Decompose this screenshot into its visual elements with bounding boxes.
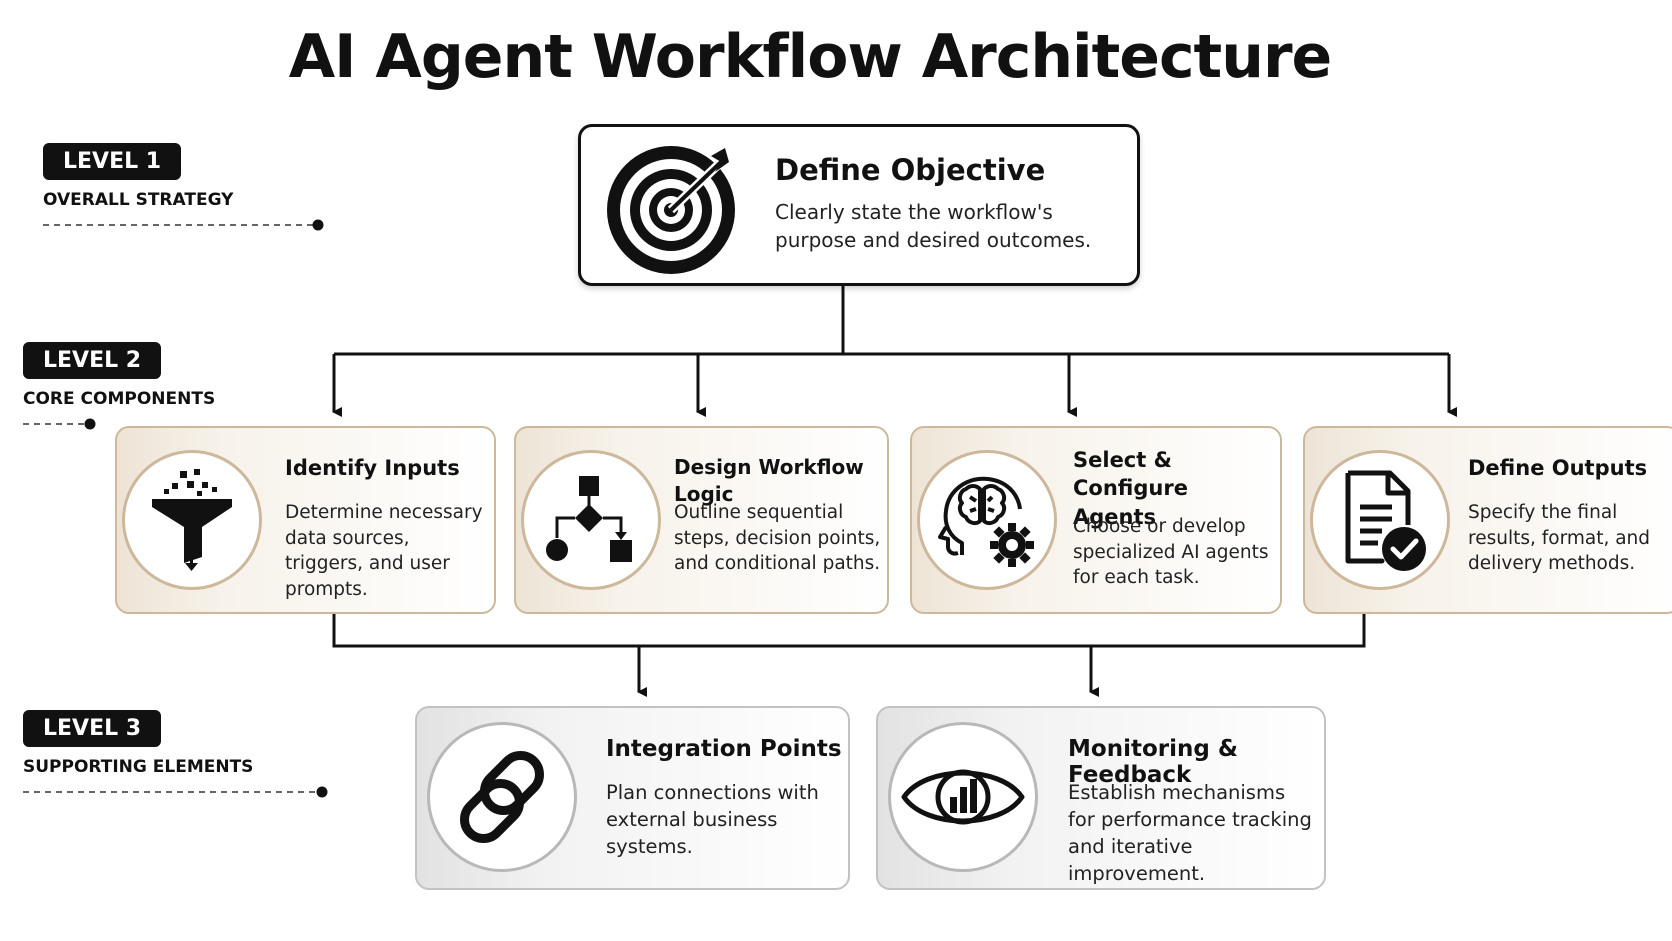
page-title: AI Agent Workflow Architecture — [288, 22, 1332, 92]
level-1-leader-dot — [312, 219, 324, 231]
identify-inputs-title: Identify Inputs — [285, 456, 460, 480]
design-workflow-logic-text: Outline sequential steps, decision point… — [674, 502, 881, 575]
level-2-label: LEVEL 2 CORE COMPONENTS — [23, 342, 215, 409]
select-configure-agents-text: Choose or develop specialized AI agents … — [1073, 516, 1269, 589]
design-logic-icon-circle — [521, 450, 661, 590]
integration-points-title: Integration Points — [606, 736, 842, 762]
define-objective-text: Clearly state the workflow's purpose and… — [775, 200, 1092, 252]
level-1-label: LEVEL 1 OVERALL STRATEGY — [43, 143, 233, 210]
core-merge — [332, 614, 1366, 648]
select-configure-agents-card: Select & Configure Agents Choose or deve… — [910, 426, 1282, 614]
level-2-badge: LEVEL 2 — [23, 342, 162, 379]
level-2-leader-dot — [84, 418, 96, 430]
identify-inputs-text: Determine necessary data sources, trigge… — [285, 502, 483, 600]
target-icon — [603, 138, 743, 278]
brain-gear-icon — [938, 476, 1034, 567]
design-workflow-logic-card: Design Workflow Logic Outline sequential… — [514, 426, 889, 614]
level-2-subtitle: CORE COMPONENTS — [23, 389, 216, 409]
monitoring-icon-circle — [888, 722, 1038, 872]
design-workflow-logic-title: Design Workflow Logic — [674, 455, 864, 506]
identify-inputs-card: Identify Inputs Determine necessary data… — [115, 426, 496, 614]
funnel-icon — [152, 469, 232, 571]
level-1-subtitle: OVERALL STRATEGY — [43, 190, 234, 210]
level-3-subtitle: SUPPORTING ELEMENTS — [23, 757, 254, 777]
monitoring-feedback-text: Establish mechanisms for performance tra… — [1068, 781, 1312, 885]
define-objective-title: Define Objective — [775, 153, 1046, 187]
select-agents-icon-circle — [917, 450, 1057, 590]
document-check-icon — [1345, 470, 1426, 571]
identify-inputs-icon-circle — [122, 450, 262, 590]
monitoring-feedback-title: Monitoring & Feedback — [1068, 736, 1238, 788]
define-outputs-icon-circle — [1310, 450, 1450, 590]
level-1-badge: LEVEL 1 — [43, 143, 182, 180]
define-objective-card: Define Objective Clearly state the workf… — [578, 124, 1140, 286]
level-3-label: LEVEL 3 SUPPORTING ELEMENTS — [23, 710, 253, 777]
level-3-badge: LEVEL 3 — [23, 710, 162, 747]
define-outputs-card: Define Outputs Specify the final results… — [1303, 426, 1672, 614]
define-outputs-title: Define Outputs — [1468, 456, 1648, 480]
integration-icon-circle — [427, 722, 577, 872]
select-configure-agents-title: Select & Configure Agents — [1073, 448, 1188, 529]
monitoring-feedback-card: Monitoring & Feedback Establish mechanis… — [876, 706, 1326, 890]
level-3-leader-dot — [316, 786, 328, 798]
integration-points-text: Plan connections with external business … — [606, 781, 819, 858]
eye-chart-icon — [901, 769, 1025, 825]
define-outputs-text: Specify the final results, format, and d… — [1468, 502, 1651, 575]
chain-link-icon — [460, 751, 544, 843]
flowchart-icon — [546, 476, 632, 562]
integration-points-card: Integration Points Plan connections with… — [415, 706, 850, 890]
